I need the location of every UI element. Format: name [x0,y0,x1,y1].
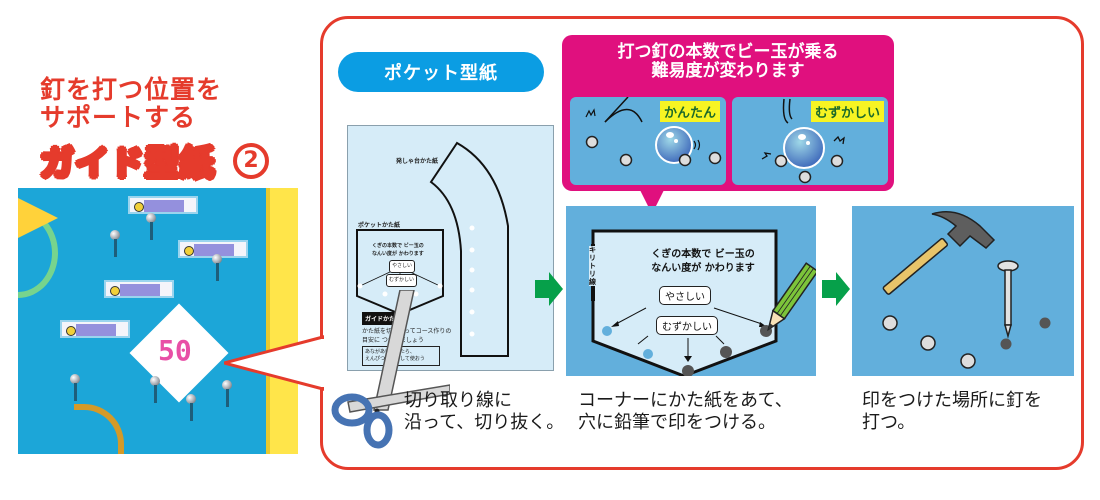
pencil-icon [767,262,816,332]
callout-title: 打つ釘の本数でビー玉が乗る 難易度が変わります [562,43,894,81]
title-big-row: ガイド型紙 2 [39,136,300,185]
hole-mark [720,346,732,358]
pocket-text-1: くぎの本数で ビー玉の [372,243,424,249]
easy-illustration [585,97,722,167]
nail [222,380,232,407]
nail-dot [774,154,788,168]
step2-caption-line-2: 穴に鉛筆で印をつける。 [578,412,776,433]
next-step-arrow-icon [822,272,850,306]
nail-dot [882,315,898,331]
launcher-outline [429,141,509,357]
step3-caption-line-1: 印をつけた場所に釘を [862,390,1042,411]
step2-pocket-text: くぎの本数で ビー玉の なんい度が かわります [578,248,828,276]
next-step-arrow-icon [535,272,563,306]
guide-note-1: かた紙を切り取ってコース作りの [362,328,452,335]
nail [110,230,120,257]
step2-caption: コーナーにかた紙をあて、 穴に鉛筆で印をつける。 [578,390,793,434]
gold-chain [74,404,124,454]
step2-cut-line-label: キリトリ線 [589,246,597,286]
scissors-icon [331,290,450,449]
nail-dot [708,151,722,165]
board-frame-edge [266,188,298,454]
hammer-icon [882,211,996,295]
step2-caption-line-1: コーナーにかた紙をあて、 [578,390,793,411]
pencil-mark [1000,338,1012,350]
step3-illustration [852,206,1074,376]
pocket-outline [356,229,444,316]
step3-caption-line-2: 打つ。 [862,412,916,433]
pocket-template-label: ポケットかた紙 [358,222,401,229]
nail-dot [920,335,936,351]
hammer-and-nail [882,211,1051,369]
marble-icon [783,127,825,169]
tag-hard: むずかしい [810,101,884,122]
pocket-text-2: なんい度が かわります [372,251,424,257]
launcher-holes [469,225,475,337]
guide-title: 釘を打つ位置を サポートする ガイド型紙 2 [39,75,300,185]
fish-card [104,280,174,298]
hole-mark [682,365,694,376]
step2-illustration: くぎの本数で ビー玉の なんい度が かわります やさしい むずかしい キリトリ線 [566,206,816,376]
nail-dot [585,135,599,149]
pocket-easy-label: やさしい [389,260,416,273]
nail [146,213,156,240]
callout-title-line-1: 打つ釘の本数でビー玉が乗る [617,42,839,62]
nail-dot [830,154,844,168]
step2-hard-label: むずかしい [656,316,718,335]
step1-caption-line-2: 沿って、切り抜く。 [404,412,565,433]
template-sheet: 発しゃ台かた紙 ポケットかた紙 くぎの本数で ビー玉の なんい度が かわります … [347,125,554,371]
title-line-1: 釘を打つ位置を [40,75,223,104]
callout-title-line-2: 難易度が変わります [651,61,805,81]
section-label-pocket-template: ポケット型紙 [338,52,544,92]
step3-caption: 印をつけた場所に釘を 打つ。 [862,390,1042,434]
tag-easy: かんたん [659,101,720,122]
step-number-badge: 2 [233,142,269,179]
hole-mark [602,326,612,336]
nail-icon [997,260,1019,339]
nail-dot [960,353,976,369]
hole-mark [643,349,653,359]
score-sign-text: 50 [158,334,192,367]
step2-easy-label: やさしい [659,286,711,305]
step1-caption-line-1: 切り取り線に [404,390,512,411]
callout-pointer [224,335,324,391]
title-line-2: サポートする [40,103,197,132]
pinball-board-photo: 50 [18,188,298,454]
title-guide-template: ガイド型紙 [39,143,215,185]
step1-caption: 切り取り線に 沿って、切り抜く。 [404,390,564,434]
nail-dot [619,153,633,167]
fish-card [60,320,130,338]
nail-dot [798,170,812,184]
nail [150,376,160,403]
nail [70,374,80,401]
panel-hard: むずかしい [732,97,888,185]
nail [186,394,196,421]
pencil-mark [1039,317,1051,329]
launcher-template-label: 発しゃ台かた紙 [396,158,439,165]
fish-card [128,196,198,214]
nail [212,254,222,281]
step2-text-line-1: くぎの本数で ビー玉の [651,249,755,260]
nail-dot [678,153,692,167]
step2-text-line-2: なんい度が かわります [651,263,755,274]
pocket-hard-label: むずかしい [386,274,418,287]
marble-icon [655,126,693,164]
panel-easy: かんたん [570,97,726,185]
hard-illustration [761,98,845,184]
